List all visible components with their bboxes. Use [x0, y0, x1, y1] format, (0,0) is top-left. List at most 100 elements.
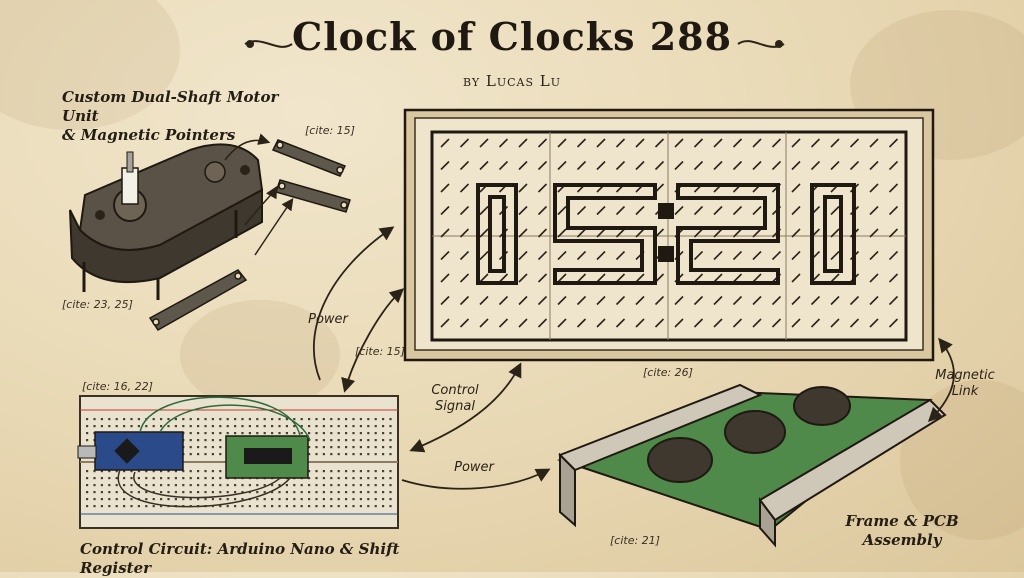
- breadboard-hole: [375, 425, 377, 427]
- breadboard-hole: [382, 446, 384, 448]
- breadboard-hole: [256, 418, 258, 420]
- breadboard-hole: [101, 491, 103, 493]
- breadboard-hole: [190, 439, 192, 441]
- breadboard-hole: [308, 491, 310, 493]
- breadboard-hole: [345, 453, 347, 455]
- breadboard-hole: [286, 484, 288, 486]
- breadboard-hole: [360, 439, 362, 441]
- breadboard-hole: [278, 418, 280, 420]
- breadboard-hole: [389, 477, 391, 479]
- breadboard-hole: [234, 491, 236, 493]
- breadboard-hole: [130, 425, 132, 427]
- breadboard-hole: [264, 418, 266, 420]
- breadboard-hole: [382, 477, 384, 479]
- breadboard-hole: [315, 432, 317, 434]
- breadboard-hole: [234, 498, 236, 500]
- breadboard-hole: [301, 418, 303, 420]
- breadboard-hole: [308, 505, 310, 507]
- breadboard-hole: [219, 453, 221, 455]
- breadboard-hole: [256, 498, 258, 500]
- breadboard-hole: [153, 498, 155, 500]
- breadboard-hole: [315, 446, 317, 448]
- breadboard-hole: [190, 453, 192, 455]
- breadboard-hole: [190, 432, 192, 434]
- breadboard-hole: [138, 418, 140, 420]
- breadboard-hole: [382, 425, 384, 427]
- breadboard-hole: [315, 418, 317, 420]
- breadboard-hole: [330, 418, 332, 420]
- label-motor-unit: Custom Dual-Shaft Motor Unit & Magnetic …: [62, 88, 292, 145]
- breadboard-hole: [130, 484, 132, 486]
- breadboard-hole: [101, 498, 103, 500]
- breadboard-hole: [101, 484, 103, 486]
- breadboard-hole: [138, 477, 140, 479]
- breadboard-hole: [315, 498, 317, 500]
- breadboard-hole: [130, 418, 132, 420]
- breadboard-hole: [323, 425, 325, 427]
- breadboard-hole: [389, 425, 391, 427]
- breadboard-hole: [286, 432, 288, 434]
- breadboard-hole: [227, 432, 229, 434]
- breadboard-hole: [93, 505, 95, 507]
- breadboard-hole: [175, 491, 177, 493]
- breadboard-hole: [108, 425, 110, 427]
- breadboard-hole: [360, 498, 362, 500]
- breadboard-hole: [182, 425, 184, 427]
- breadboard-hole: [108, 477, 110, 479]
- breadboard-hole: [264, 505, 266, 507]
- breadboard-hole: [93, 498, 95, 500]
- label-control-circuit: Control Circuit: Arduino Nano & Shift Re…: [80, 540, 440, 578]
- breadboard-hole: [204, 484, 206, 486]
- breadboard-hole: [123, 418, 125, 420]
- breadboard-hole: [219, 432, 221, 434]
- breadboard-hole: [389, 498, 391, 500]
- cite-power-link: [cite: 15]: [355, 345, 405, 358]
- breadboard-hole: [271, 432, 273, 434]
- breadboard-hole: [330, 432, 332, 434]
- breadboard-hole: [204, 446, 206, 448]
- breadboard-hole: [212, 491, 214, 493]
- breadboard-hole: [293, 498, 295, 500]
- breadboard-hole: [86, 491, 88, 493]
- breadboard-hole: [345, 491, 347, 493]
- breadboard-hole: [197, 446, 199, 448]
- breadboard-hole: [101, 477, 103, 479]
- breadboard-hole: [227, 491, 229, 493]
- breadboard-hole: [160, 418, 162, 420]
- breadboard-hole: [249, 418, 251, 420]
- breadboard-hole: [286, 491, 288, 493]
- breadboard-hole: [219, 418, 221, 420]
- breadboard-hole: [352, 453, 354, 455]
- breadboard-hole: [130, 505, 132, 507]
- breadboard-hole: [367, 498, 369, 500]
- breadboard-hole: [182, 477, 184, 479]
- breadboard-hole: [323, 484, 325, 486]
- breadboard-hole: [219, 425, 221, 427]
- breadboard-hole: [190, 498, 192, 500]
- breadboard-hole: [204, 453, 206, 455]
- breadboard-hole: [389, 439, 391, 441]
- breadboard-hole: [249, 432, 251, 434]
- breadboard-hole: [352, 491, 354, 493]
- breadboard-hole: [182, 418, 184, 420]
- breadboard-hole: [389, 418, 391, 420]
- breadboard-hole: [338, 446, 340, 448]
- breadboard-hole: [345, 477, 347, 479]
- breadboard-hole: [323, 453, 325, 455]
- breadboard-hole: [93, 425, 95, 427]
- breadboard-hole: [160, 484, 162, 486]
- breadboard-hole: [241, 418, 243, 420]
- breadboard-hole: [197, 425, 199, 427]
- breadboard-hole: [367, 453, 369, 455]
- breadboard-hole: [197, 491, 199, 493]
- breadboard-hole: [86, 425, 88, 427]
- breadboard-hole: [212, 425, 214, 427]
- breadboard-hole: [360, 446, 362, 448]
- breadboard-hole: [323, 470, 325, 472]
- breadboard-hole: [167, 498, 169, 500]
- breadboard-hole: [249, 425, 251, 427]
- breadboard-hole: [382, 505, 384, 507]
- breadboard-hole: [219, 439, 221, 441]
- breadboard-hole: [330, 498, 332, 500]
- breadboard-hole: [175, 425, 177, 427]
